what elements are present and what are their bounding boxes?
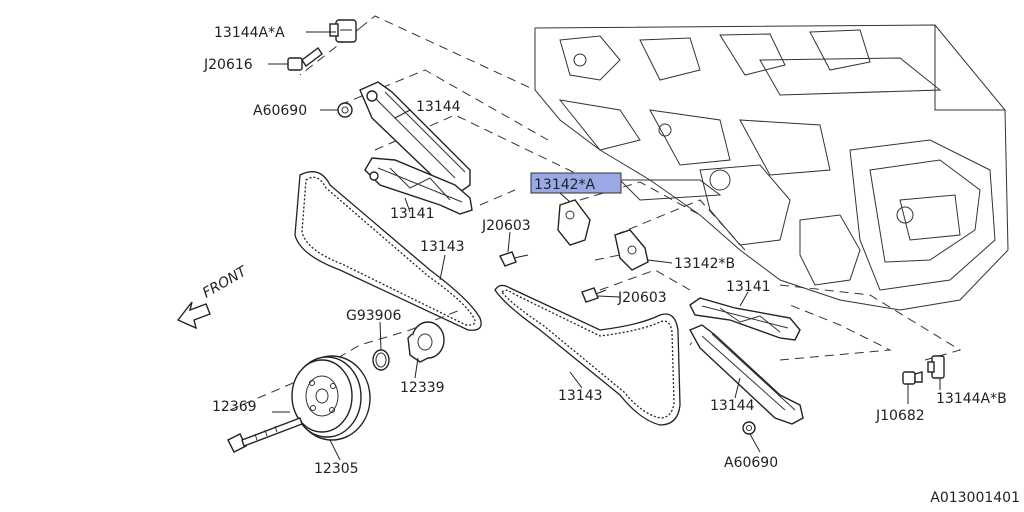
tensioner-13144A-A: [329, 19, 357, 43]
label-13144-top: 13144: [416, 99, 461, 115]
label-12305: 12305: [314, 461, 359, 477]
label-13141-left: 13141: [390, 206, 435, 222]
label-12369: 12369: [212, 399, 257, 415]
diagram-code: A013001401: [930, 490, 1020, 506]
chain-guide-13141-right: [689, 297, 801, 341]
leader-lines: [268, 31, 941, 461]
chain-guide-13144-top: [359, 81, 471, 193]
front-label: FRONT: [200, 263, 251, 301]
front-arrow-icon: [176, 301, 211, 330]
timing-chain-13143-right: [494, 284, 681, 426]
label-J10682: J10682: [875, 408, 925, 424]
bolt-A60690-bottom: [742, 421, 756, 435]
label-13143-left: 13143: [420, 239, 465, 255]
chain-guide-13141-left: [364, 157, 473, 215]
label-J20603-top: J20603: [481, 218, 531, 234]
crank-sprocket-12339: [407, 321, 445, 363]
label-G93906: G93906: [346, 308, 401, 324]
label-J20603-mid: J20603: [617, 290, 667, 306]
bolt-J10682: [902, 371, 923, 385]
label-A60690-top: A60690: [253, 103, 307, 119]
label-A60690-bottom: A60690: [724, 455, 778, 471]
label-13142-B: 13142*B: [674, 256, 735, 272]
bolt-A60690-top: [337, 102, 353, 118]
label-13144-bottom: 13144: [710, 398, 755, 414]
engine-block: [534, 24, 1009, 311]
chain-guide-13144-bottom: [689, 324, 804, 425]
assembly-dashed-lines: [229, 15, 962, 411]
bolt-J20603-mid: [581, 287, 607, 303]
label-13141-right: 13141: [726, 279, 771, 295]
timing-chain-13143-left: [294, 171, 482, 331]
label-13144A-A: 13144A*A: [214, 25, 285, 41]
o-ring-G93906: [372, 349, 390, 371]
label-13144A-B: 13144A*B: [936, 391, 1007, 407]
crank-pulley-12305: [291, 355, 371, 441]
highlight-box: [530, 172, 622, 194]
tensioner-13144A-B: [927, 355, 945, 379]
bolt-J20616: [287, 46, 323, 71]
crank-bolt-12369: [227, 417, 303, 453]
label-13143-bottom: 13143: [558, 388, 603, 404]
tensioner-lever-13142-B: [614, 229, 649, 271]
tensioner-lever-13142-A: [530, 172, 622, 246]
label-13142-A: 13142*A: [534, 177, 596, 193]
bolt-J20603-top: [499, 251, 529, 267]
label-J20616: J20616: [203, 57, 253, 73]
label-12339: 12339: [400, 380, 445, 396]
